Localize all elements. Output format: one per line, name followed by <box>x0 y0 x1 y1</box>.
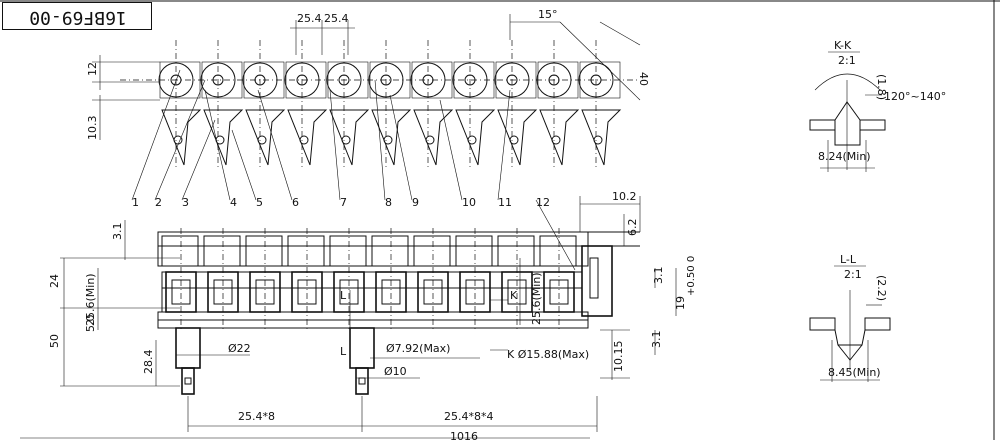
callout-7: 7 <box>340 196 347 209</box>
dim-50: 50 <box>48 334 61 348</box>
dim-25-6: 25.6(Min) <box>84 273 97 326</box>
top-dim-12: 12 <box>86 62 99 76</box>
dim-3-1-top: 3.1 <box>111 223 124 241</box>
top-dim-pitch-a: 25.4 <box>297 12 322 25</box>
chain-link <box>242 40 286 170</box>
callout-leaders <box>131 69 576 271</box>
callout-8: 8 <box>385 196 392 209</box>
callout-1: 1 <box>132 196 139 209</box>
section-k-k: K-K 2:1 (1.8) 120°~140° 8.24(Min) <box>809 39 946 172</box>
chain-link <box>494 40 538 170</box>
callout-9: 9 <box>412 196 419 209</box>
top-dim-40: 40 <box>637 72 650 86</box>
roller-unit <box>161 228 199 330</box>
callout-2: 2 <box>155 196 162 209</box>
chain-link <box>326 40 370 170</box>
roller-unit <box>203 228 241 330</box>
dim-pitch-8: 25.4*8 <box>238 410 275 423</box>
section-kk-title: K-K <box>834 39 852 52</box>
roller-unit <box>413 228 451 330</box>
chain-link <box>410 40 454 170</box>
dim-3-1-right: 3.1 <box>650 331 663 349</box>
dim-1016: 1016 <box>450 430 478 440</box>
section-ll-width: 8.45(Min) <box>828 366 881 379</box>
dim-3-1-mid: 3.1 <box>652 267 665 285</box>
dim-phi22: Ø22 <box>228 342 251 355</box>
chain-top-view: 25.4 25.4 15° 40 12 10.3 <box>86 8 650 170</box>
section-kk-width: 8.24(Min) <box>818 150 871 163</box>
chain-link <box>536 40 580 170</box>
top-dim-angle: 15° <box>538 8 558 21</box>
chain-link <box>578 40 622 170</box>
section-l-l: L-L 2:1 (2.2) 8.45(Min) <box>809 253 891 382</box>
roller-unit <box>245 228 283 330</box>
front-view-dimensions: 24 50 25.6(Min) 5.0 3.1 28.4 Ø22 L L Ø7.… <box>20 190 697 440</box>
roller-unit <box>329 228 367 330</box>
dim-28-4: 28.4 <box>142 350 155 375</box>
callout-12: 12 <box>536 196 550 209</box>
dim-5-0: 5.0 <box>84 315 97 333</box>
chain-link <box>368 40 412 170</box>
dim-pitch-8x4: 25.4*8*4 <box>444 410 494 423</box>
top-dim-pitch-b: 25.4 <box>324 12 349 25</box>
section-kk-angle: 120°~140° <box>884 90 946 103</box>
mark-l-top: L <box>340 289 347 302</box>
dim-10-15: 10.15 <box>612 341 625 373</box>
dim-k-phi15-88: K Ø15.88(Max) <box>507 348 589 361</box>
section-ll-depth: (2.2) <box>875 275 888 301</box>
section-kk-depth: (1.8) <box>875 74 888 100</box>
chain-link <box>452 40 496 170</box>
mark-k-top: K <box>510 289 518 302</box>
dim-phi7-92: Ø7.92(Max) <box>386 342 450 355</box>
dim-19: 19 <box>674 296 687 310</box>
dim-10-2: 10.2 <box>612 190 637 203</box>
roller-unit <box>455 228 493 330</box>
callout-6: 6 <box>292 196 299 209</box>
section-ll-scale: 2:1 <box>844 268 862 281</box>
chain-link <box>158 40 202 170</box>
section-ll-title: L-L <box>840 253 857 266</box>
dim-25-6-right: 25.6(Min) <box>530 272 543 325</box>
drawing-number-box: 16BF69-00 <box>2 2 152 30</box>
dim-24: 24 <box>48 274 61 288</box>
callout-5: 5 <box>256 196 263 209</box>
callout-11: 11 <box>498 196 512 209</box>
section-kk-scale: 2:1 <box>838 54 856 67</box>
chain-front-view <box>157 228 640 395</box>
callout-10: 10 <box>462 196 476 209</box>
callout-4: 4 <box>230 196 237 209</box>
mark-l-bottom: L <box>340 345 347 358</box>
dim-6-2: 6.2 <box>626 219 639 237</box>
roller-unit <box>497 228 535 330</box>
dim-phi10: Ø10 <box>384 365 407 378</box>
chain-link <box>284 40 328 170</box>
top-dim-10-3: 10.3 <box>86 116 99 141</box>
roller-unit <box>287 228 325 330</box>
chain-link <box>200 40 244 170</box>
dim-tolerance: +0.50 0 <box>686 256 697 296</box>
callout-3: 3 <box>182 196 189 209</box>
roller-unit <box>539 228 577 330</box>
roller-unit <box>371 228 409 330</box>
